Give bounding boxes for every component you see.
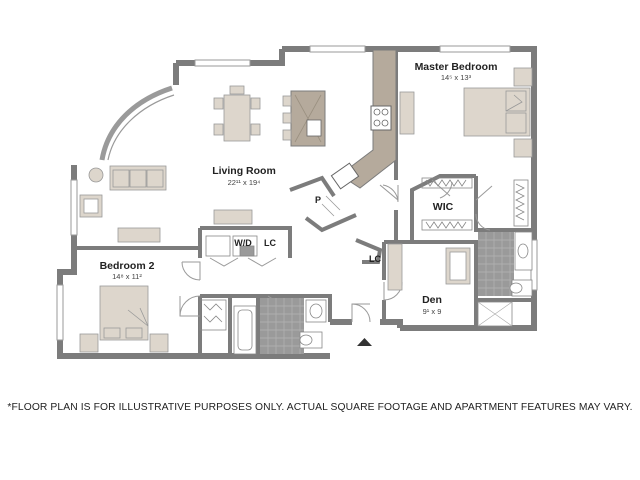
floor-area	[62, 49, 534, 356]
coffee-table	[117, 227, 161, 243]
master-bed	[399, 67, 533, 158]
window-top	[194, 59, 251, 67]
disclaimer-text: *FLOOR PLAN IS FOR ILLUSTRATIVE PURPOSES…	[7, 402, 633, 413]
den-label: Den	[422, 294, 442, 306]
dining-table	[213, 85, 261, 142]
master-bath	[477, 231, 533, 327]
window-living-left	[70, 179, 78, 236]
master-bedroom-label: Master Bedroom	[415, 61, 498, 73]
hall-bath	[233, 298, 327, 355]
kitchen-island	[282, 90, 326, 147]
entry-arrow-icon	[357, 338, 372, 346]
pantry-label: P	[315, 195, 321, 205]
den-dims: 9¹ x 9	[423, 307, 442, 316]
dresser	[399, 91, 415, 135]
side-table	[88, 167, 104, 183]
wd-label: W/D	[234, 238, 252, 248]
wic-label: WIC	[433, 201, 454, 213]
bay-window	[99, 85, 175, 161]
lc-label-hall: LC	[369, 254, 381, 264]
window-master	[439, 45, 511, 53]
bedroom2-label: Bedroom 2	[100, 260, 155, 272]
living-room-dims: 22¹¹ x 19⁴	[228, 178, 261, 187]
living-room-label: Living Room	[212, 165, 276, 177]
bedroom2-dims: 14⁸ x 11²	[112, 272, 142, 281]
bedroom2-bed	[79, 285, 169, 353]
wic-closet	[199, 177, 529, 331]
pantry-shelf	[321, 195, 341, 217]
window-top-right	[309, 45, 366, 53]
window-bed2-left	[56, 284, 64, 341]
tv-console	[213, 209, 253, 225]
master-bedroom-dims: 14⁵ x 13³	[441, 73, 472, 82]
lc-label-laundry: LC	[264, 238, 276, 248]
floor-plan: Living Room 22¹¹ x 19⁴ Master Bedroom 14…	[56, 45, 538, 359]
den-furniture	[387, 243, 471, 291]
cooktop	[370, 105, 392, 131]
washer-dryer	[205, 235, 258, 257]
kitchen-counter	[330, 49, 397, 190]
kitchen-sink	[330, 162, 360, 190]
living-furniture	[79, 165, 253, 243]
